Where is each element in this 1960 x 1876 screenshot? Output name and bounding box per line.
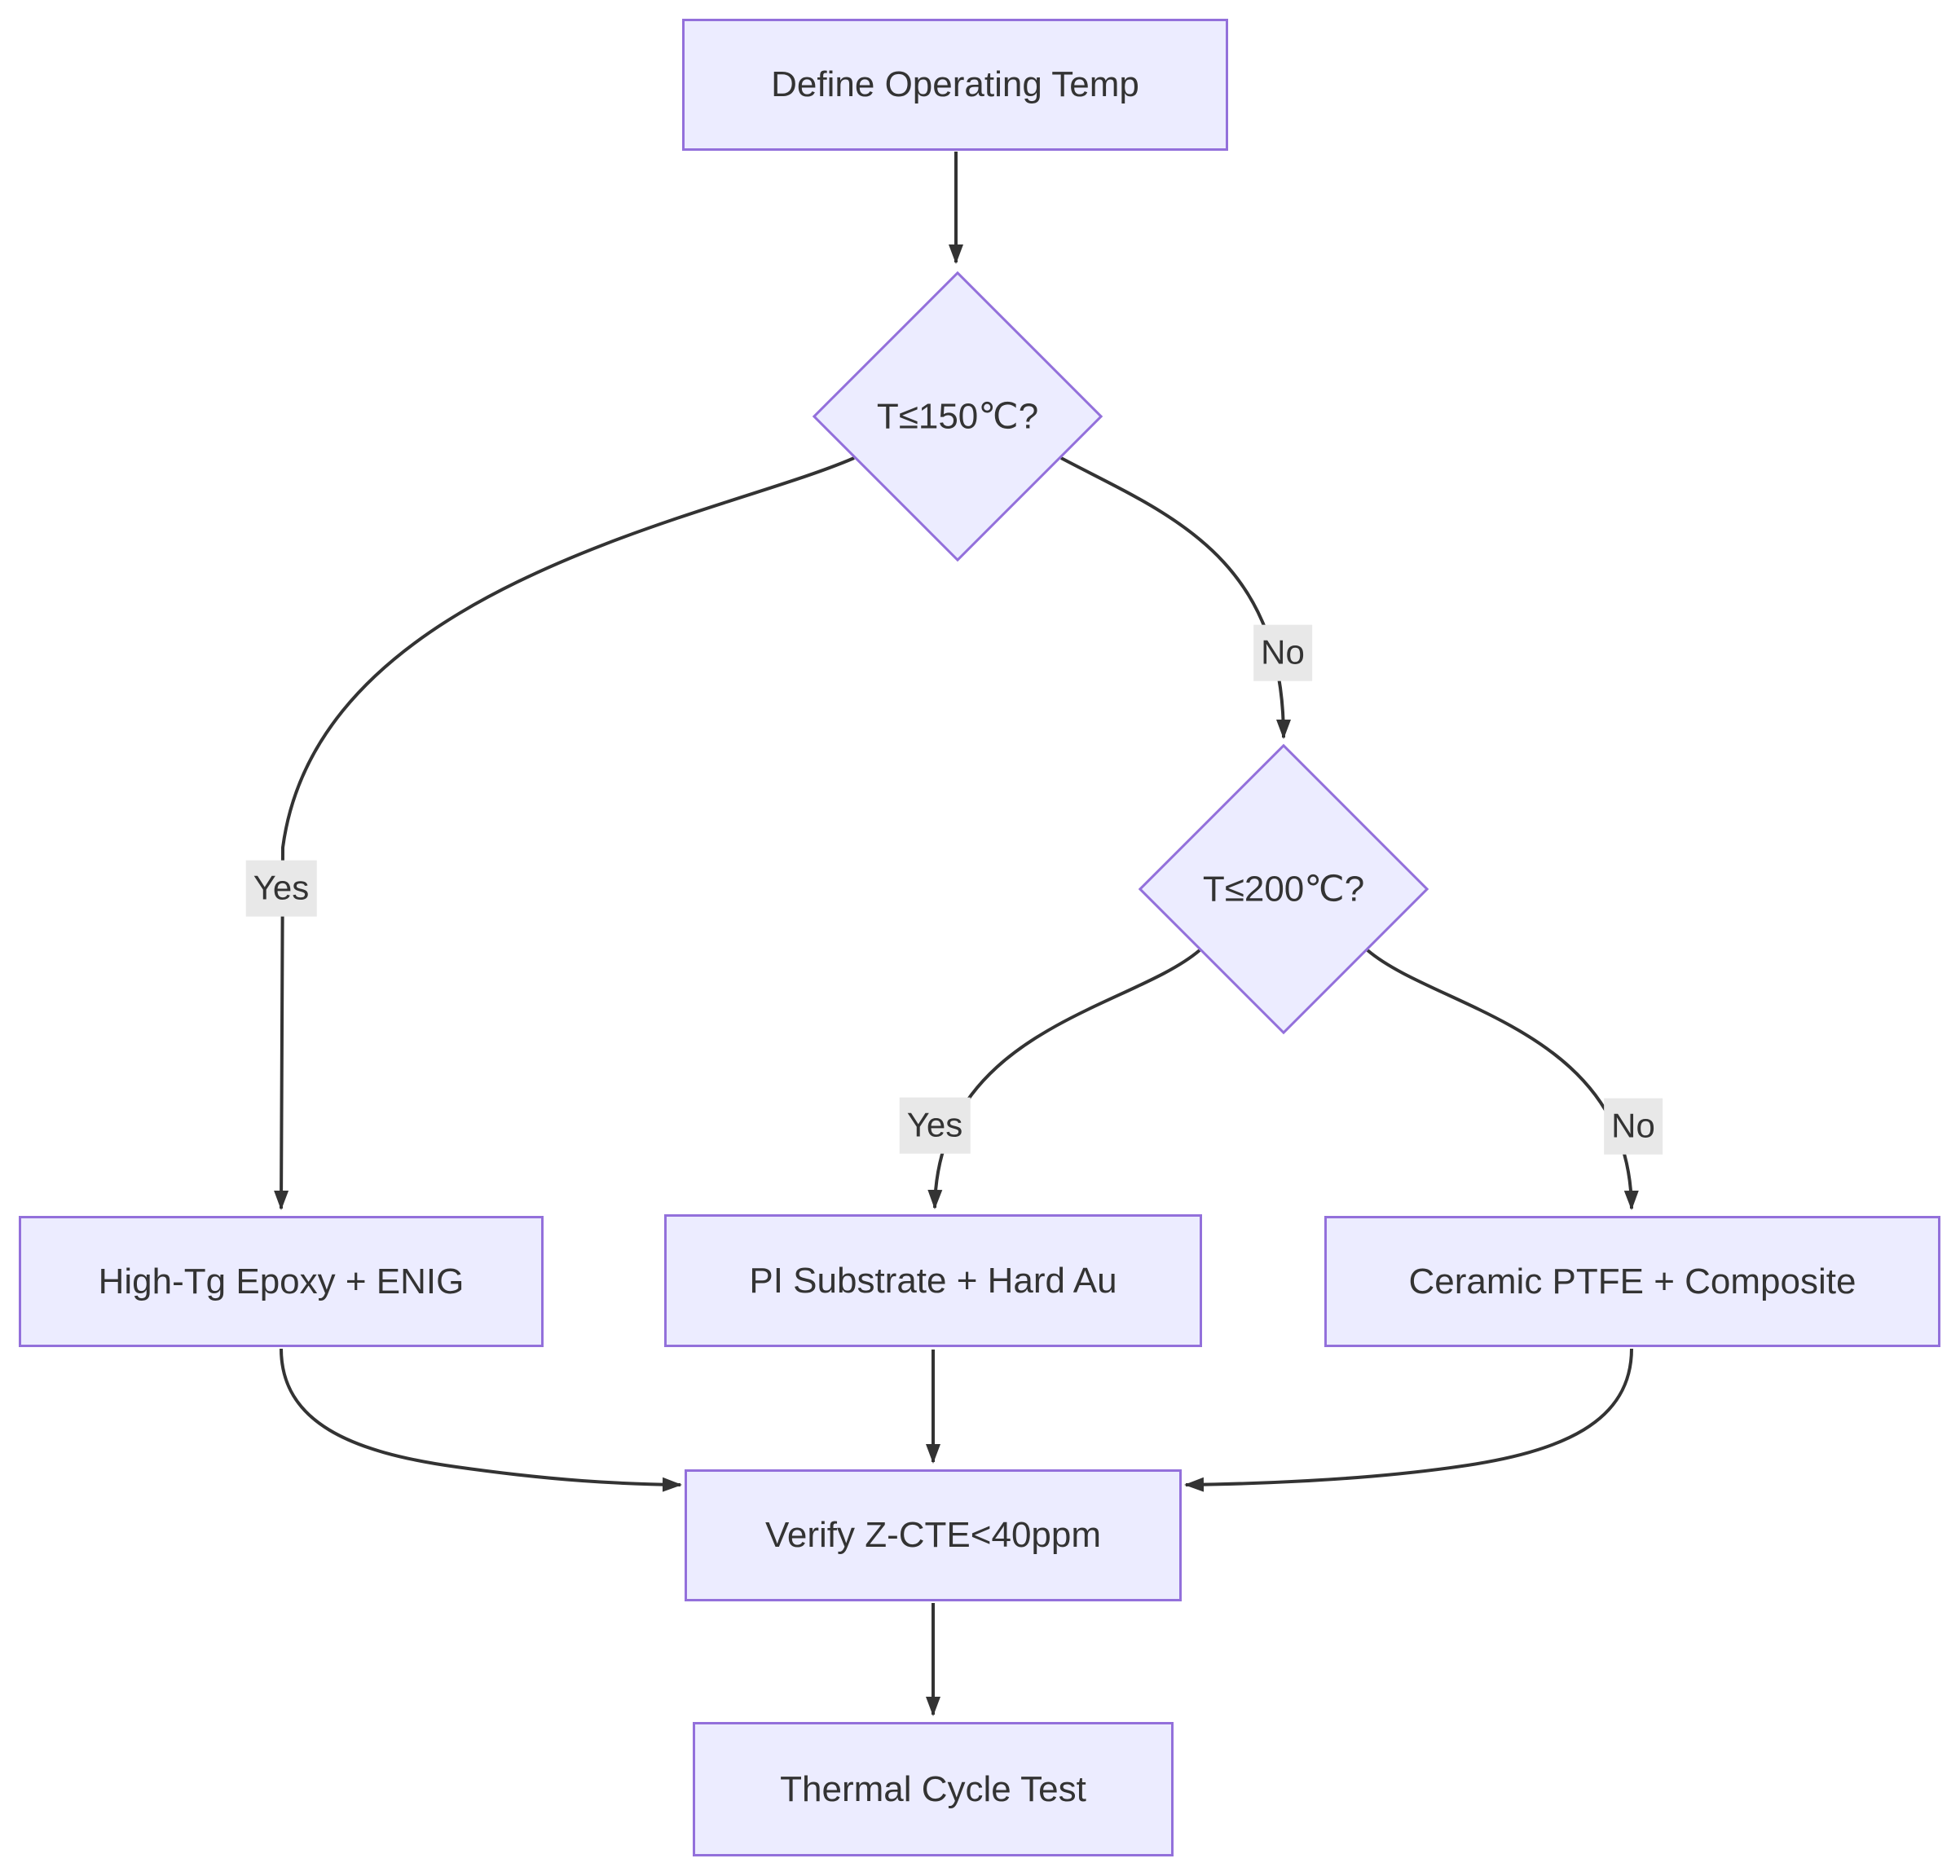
node-define-operating-temp: Define Operating Temp bbox=[682, 19, 1228, 151]
node-thermal-cycle-test: Thermal Cycle Test bbox=[693, 1722, 1174, 1856]
edge-label-no-2: No bbox=[1604, 1098, 1663, 1155]
node-label: T≤150℃? bbox=[876, 396, 1039, 437]
edge-t150-no-to-t200 bbox=[1060, 456, 1291, 739]
node-label: Ceramic PTFE + Composite bbox=[1408, 1261, 1856, 1301]
edge-t200-yes-to-pi bbox=[927, 949, 1201, 1209]
edge-epoxy-to-verify bbox=[280, 1348, 682, 1492]
node-label: T≤200℃? bbox=[1202, 869, 1365, 909]
node-ceramic-ptfe-composite: Ceramic PTFE + Composite bbox=[1324, 1216, 1940, 1347]
edge-label-yes-1: Yes bbox=[245, 860, 317, 917]
node-label: Verify Z-CTE<40ppm bbox=[764, 1515, 1102, 1555]
node-label: PI Substrate + Hard Au bbox=[749, 1260, 1117, 1301]
node-label: High-Tg Epoxy + ENIG bbox=[98, 1261, 465, 1301]
edge-label-yes-2: Yes bbox=[899, 1097, 971, 1154]
edge-label-no-1: No bbox=[1253, 624, 1312, 681]
edge-t200-no-to-ceramic bbox=[1366, 949, 1639, 1210]
node-label: Thermal Cycle Test bbox=[780, 1768, 1086, 1809]
node-pi-substrate-hard-au: PI Substrate + Hard Au bbox=[664, 1214, 1202, 1347]
node-high-tg-epoxy-enig: High-Tg Epoxy + ENIG bbox=[19, 1216, 544, 1347]
node-label: Define Operating Temp bbox=[771, 64, 1139, 104]
edge-t150-yes-to-epoxy bbox=[274, 456, 855, 1210]
node-verify-z-cte: Verify Z-CTE<40ppm bbox=[685, 1469, 1182, 1601]
edge-ceramic-to-verify bbox=[1184, 1348, 1633, 1492]
